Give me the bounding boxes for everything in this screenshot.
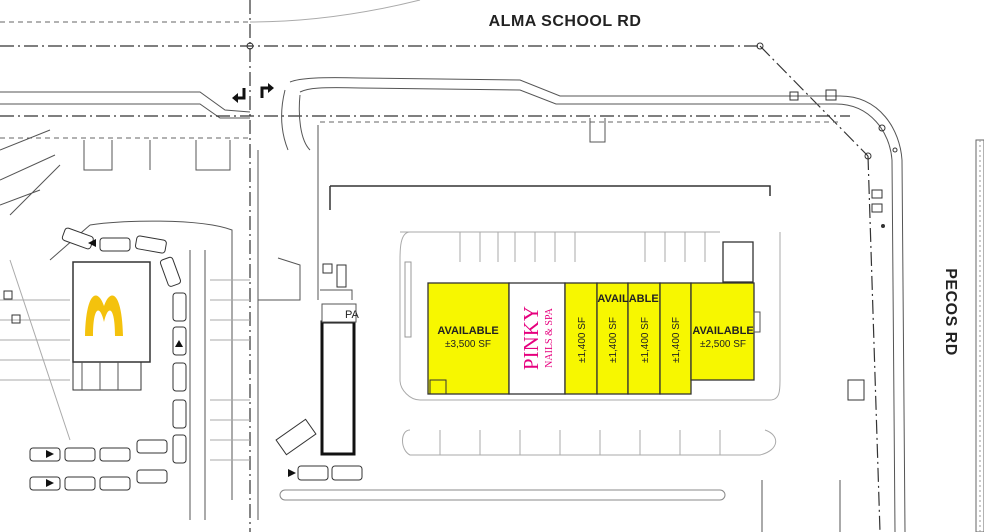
sidewalk-inner — [299, 87, 896, 532]
arrow-up-icon — [175, 340, 183, 347]
unit-5-label: AVAILABLE — [692, 325, 753, 337]
building-pad-curb — [399, 231, 781, 401]
utility-box-icon — [825, 89, 837, 101]
service-door — [429, 379, 447, 395]
mcdonalds-patio — [72, 361, 142, 391]
sidewalk-north-west — [0, 91, 251, 119]
parking-row-far-south — [279, 465, 841, 532]
drive-thru-cars — [29, 227, 187, 491]
unit-2-size: ±1,400 SF — [608, 317, 619, 363]
pad-label-box — [321, 303, 357, 323]
pad-building — [320, 320, 356, 456]
parking-stalls-south — [210, 279, 250, 461]
hydrant-icon — [878, 124, 886, 132]
drive-thru-curb — [189, 250, 206, 520]
loading-area — [722, 241, 754, 283]
utility-box-icon — [11, 314, 21, 324]
road-curve-top — [249, 0, 421, 23]
retail-building — [427, 282, 761, 395]
property-line-corner — [759, 45, 869, 157]
unit-pinky-nails-spa[interactable] — [508, 282, 566, 395]
survey-marker — [756, 42, 764, 50]
unit-0-size: ±3,500 SF — [445, 339, 491, 350]
left-turn-arrow-icon — [236, 88, 246, 100]
back-curb — [329, 185, 771, 210]
pad-label: PA — [345, 309, 360, 321]
right-turn-arrow-icon — [260, 86, 270, 98]
unit-1400-c[interactable] — [627, 282, 661, 395]
arrow-left-icon — [88, 239, 96, 247]
unit-0-label: AVAILABLE — [437, 325, 498, 337]
tenant-subtitle: NAILS & SPA — [544, 307, 555, 367]
road-label-north: ALMA SCHOOL RD — [489, 13, 642, 30]
parking-stalls-northwest — [0, 129, 61, 216]
center-drive — [257, 125, 319, 520]
property-line-east — [867, 155, 881, 532]
unit-available-3500[interactable] — [427, 282, 510, 395]
marker-icon — [881, 224, 885, 228]
survey-marker — [864, 152, 872, 160]
parking-stalls-west — [0, 259, 71, 441]
drive-island — [589, 118, 606, 143]
utility-box-icon — [789, 91, 799, 101]
utility-box-icon — [322, 263, 333, 274]
driveway-entrance — [281, 89, 311, 151]
side-walkway — [404, 261, 412, 338]
unit-1400-d[interactable] — [659, 282, 692, 395]
parking-stalls-north — [83, 140, 231, 171]
survey-marker — [246, 42, 254, 50]
tenant-name: PINKY — [519, 306, 543, 370]
trash-icon — [336, 264, 347, 288]
side-door — [753, 311, 761, 333]
utility-cabinet-icon — [847, 379, 865, 401]
unit-3-size: ±1,400 SF — [640, 317, 651, 363]
sidewalk-north-east — [289, 77, 906, 532]
meter-icon — [871, 203, 883, 213]
left-turn-arrow-head-icon — [232, 93, 238, 103]
unit-4-size: ±1,400 SF — [671, 317, 682, 363]
dumpster-enclosure — [275, 418, 317, 456]
arrow-right-icon — [46, 450, 54, 458]
parking-row-south — [402, 429, 777, 456]
mcdonalds-building — [72, 261, 151, 363]
arrow-right-icon — [46, 479, 54, 487]
curb-island — [258, 257, 353, 301]
utility-box-icon — [3, 290, 13, 300]
mcdonalds-logo-icon — [85, 295, 123, 336]
drive-thru-arrows — [46, 239, 183, 487]
meter-icon — [871, 189, 883, 199]
parking-row-north — [459, 232, 706, 262]
group-label: AVAILABLE — [597, 293, 658, 305]
marker-icon — [892, 147, 898, 153]
unit-1-size: ±1,400 SF — [577, 317, 588, 363]
road-label-east: PECOS RD — [942, 268, 959, 356]
right-turn-arrow-head-icon — [268, 83, 274, 93]
unit-1400-b[interactable] — [596, 282, 629, 395]
unit-5-size: ±2,500 SF — [700, 339, 746, 350]
